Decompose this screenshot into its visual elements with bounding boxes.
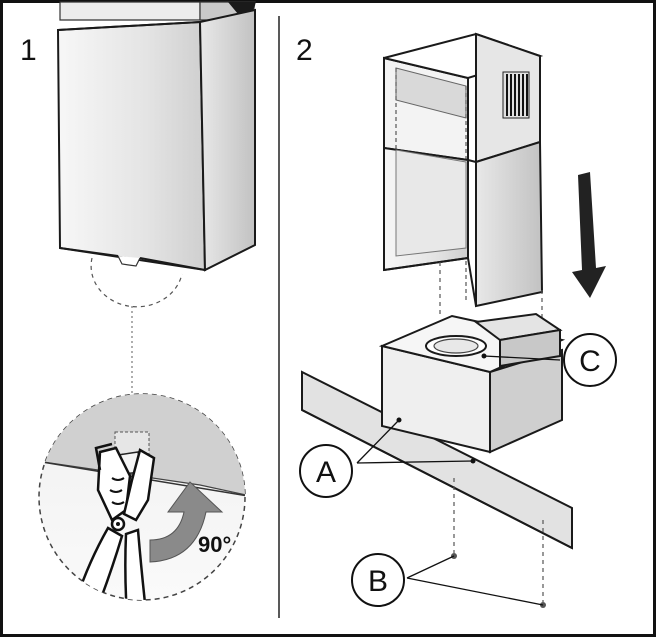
callout-line-c	[483, 355, 561, 361]
step-number-2: 2	[296, 34, 313, 67]
callout-line-a1	[356, 419, 400, 464]
callout-line-b1	[406, 555, 455, 579]
down-arrow-icon	[572, 172, 606, 298]
panel-1: 1	[20, 1, 256, 601]
rotate-arrow-icon	[149, 481, 224, 563]
chimney-cover-panel-1	[56, 1, 256, 272]
motor-housing	[378, 312, 566, 454]
callout-c: C	[563, 333, 617, 387]
callout-label-a: A	[316, 456, 336, 489]
callout-line-a2	[356, 460, 474, 464]
ceiling-slab	[301, 370, 573, 550]
chimney-cover-panel-2	[383, 32, 544, 308]
callout-label-b: B	[368, 565, 388, 598]
step-number-1: 1	[20, 34, 37, 67]
vent-grille-icon	[502, 71, 530, 119]
callout-a: A	[299, 444, 353, 498]
rotation-angle-label: 90°	[198, 532, 231, 557]
detail-magnifier: 90°	[38, 393, 246, 601]
detail-marker-circle	[90, 257, 183, 308]
callout-b: B	[351, 553, 405, 607]
callout-line-b2	[406, 577, 544, 606]
callout-label-c: C	[579, 345, 601, 378]
panel-2: 2	[296, 32, 617, 608]
